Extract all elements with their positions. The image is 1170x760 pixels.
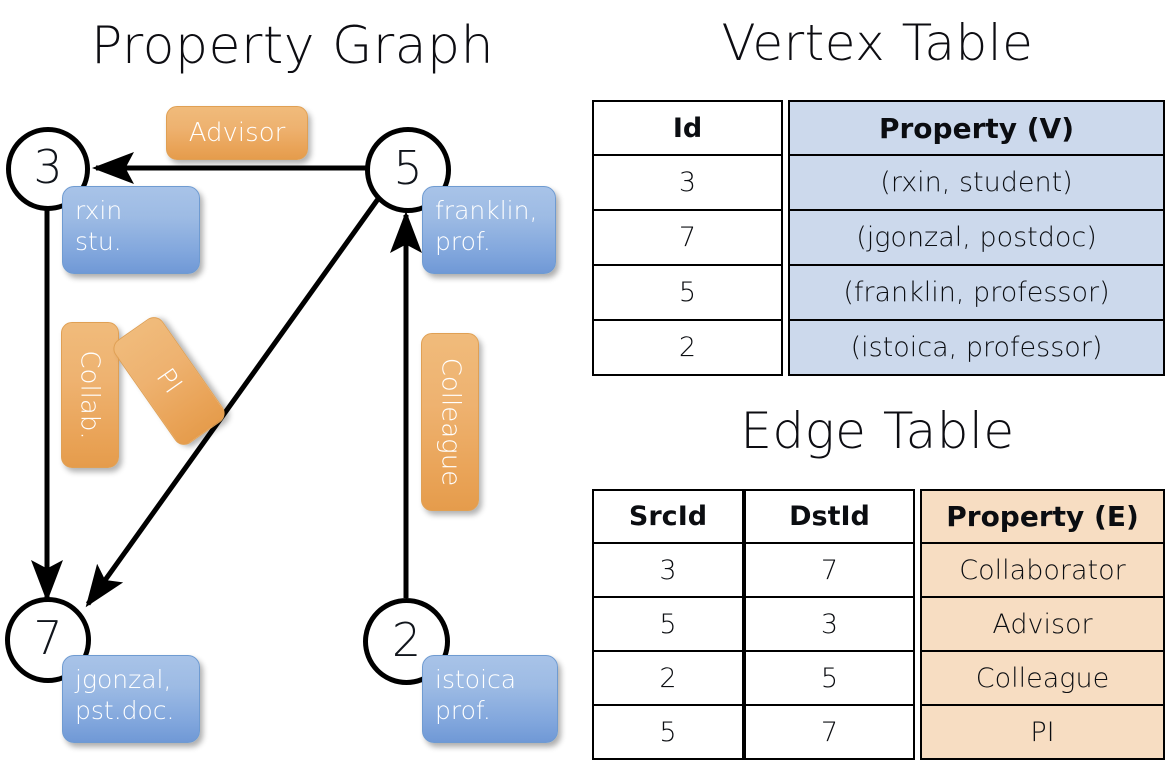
edge-table-cell-property: Collaborator bbox=[920, 544, 1165, 598]
edge-table-header-property: Property (E) bbox=[920, 489, 1165, 544]
edge-table-cell-property: Advisor bbox=[920, 598, 1165, 652]
edge-label-colleague-text: Colleague bbox=[435, 357, 466, 487]
graph-node-2-label: 2 bbox=[391, 612, 422, 667]
graph-node-7-property-line-2: pst.doc. bbox=[75, 695, 175, 725]
edge-table-cell-property: Colleague bbox=[920, 652, 1165, 706]
edge-label-advisor: Advisor bbox=[166, 106, 308, 160]
graph-node-3-property-line-1: rxin bbox=[75, 196, 123, 225]
vertex-table-cell-property: (rxin, student) bbox=[788, 156, 1165, 211]
edge-table-cell-srcid: 2 bbox=[592, 652, 744, 706]
graph-node-5-label: 5 bbox=[393, 141, 423, 195]
edge-table-cell-property: PI bbox=[920, 706, 1165, 760]
edge-table-col-property: Property (E) Collaborator Advisor Collea… bbox=[920, 489, 1165, 760]
edge-arrow-pi bbox=[85, 197, 381, 608]
edge-table-header-srcid: SrcId bbox=[592, 489, 744, 544]
graph-node-2[interactable]: 2 bbox=[363, 598, 450, 685]
vertex-table-cell-id: 7 bbox=[592, 211, 783, 266]
edge-label-pi-text: PI bbox=[150, 362, 188, 400]
edge-label-advisor-text: Advisor bbox=[188, 118, 286, 148]
edge-label-collaborator: Collab. bbox=[61, 322, 119, 468]
graph-node-5-property-line-2: prof. bbox=[435, 226, 491, 256]
edge-table-header-dstid: DstId bbox=[744, 489, 915, 544]
graph-node-2-property-box: istoica prof. bbox=[422, 655, 558, 743]
page-title-property-graph: Property Graph bbox=[90, 16, 495, 76]
edge-table-col-dstid: DstId 7 3 5 7 bbox=[744, 489, 915, 760]
vertex-table-cell-id: 3 bbox=[592, 156, 783, 211]
graph-node-2-property-line-2: prof. bbox=[435, 695, 491, 725]
edge-table-col-srcid: SrcId 3 5 2 5 bbox=[592, 489, 744, 760]
vertex-table-cell-property: (franklin, professor) bbox=[788, 266, 1165, 321]
vertex-table-header-id: Id bbox=[592, 100, 783, 156]
graph-node-3-label: 3 bbox=[33, 140, 63, 194]
edge-table-cell-srcid: 5 bbox=[592, 706, 744, 760]
graph-node-7-label: 7 bbox=[33, 611, 63, 665]
property-graph-diagram: 3 rxin stu. 5 franklin, prof. 7 jgonzal,… bbox=[5, 106, 558, 743]
edge-table-cell-dstid: 5 bbox=[744, 652, 915, 706]
graph-edge-arrows bbox=[31, 152, 422, 608]
vertex-table-cell-property: (jgonzal, postdoc) bbox=[788, 211, 1165, 266]
page-title-vertex-table: Vertex Table bbox=[721, 14, 1034, 72]
edge-label-collaborator-text: Collab. bbox=[75, 350, 105, 440]
graph-node-3-property-box: rxin stu. bbox=[62, 186, 200, 274]
page-title-edge-table: Edge Table bbox=[740, 402, 1015, 460]
vertex-table-cell-id: 5 bbox=[592, 266, 783, 321]
vertex-table-col-id: Id 3 7 5 2 bbox=[592, 100, 783, 376]
edge-table-cell-srcid: 5 bbox=[592, 598, 744, 652]
graph-node-7-property-line-1: jgonzal, bbox=[75, 665, 172, 694]
vertex-table-cell-property: (istoica, professor) bbox=[788, 321, 1165, 376]
graph-node-5-property-line-1: franklin, bbox=[435, 196, 538, 225]
edge-table-cell-dstid: 7 bbox=[744, 706, 915, 760]
vertex-table-col-property: Property (V) (rxin, student) (jgonzal, p… bbox=[788, 100, 1165, 376]
edge-label-colleague: Colleague bbox=[421, 333, 479, 511]
edge-table-cell-dstid: 7 bbox=[744, 544, 915, 598]
edge-table-cell-srcid: 3 bbox=[592, 544, 744, 598]
graph-node-7-property-box: jgonzal, pst.doc. bbox=[62, 655, 200, 743]
graph-node-3-property-line-2: stu. bbox=[75, 226, 122, 256]
edge-table-cell-dstid: 3 bbox=[744, 598, 915, 652]
vertex-table-header-property: Property (V) bbox=[788, 100, 1165, 156]
graph-node-2-property-line-1: istoica bbox=[435, 665, 517, 694]
graph-node-5-property-box: franklin, prof. bbox=[422, 186, 556, 274]
graph-node-5[interactable]: 5 bbox=[365, 127, 451, 213]
vertex-table-cell-id: 2 bbox=[592, 321, 783, 376]
